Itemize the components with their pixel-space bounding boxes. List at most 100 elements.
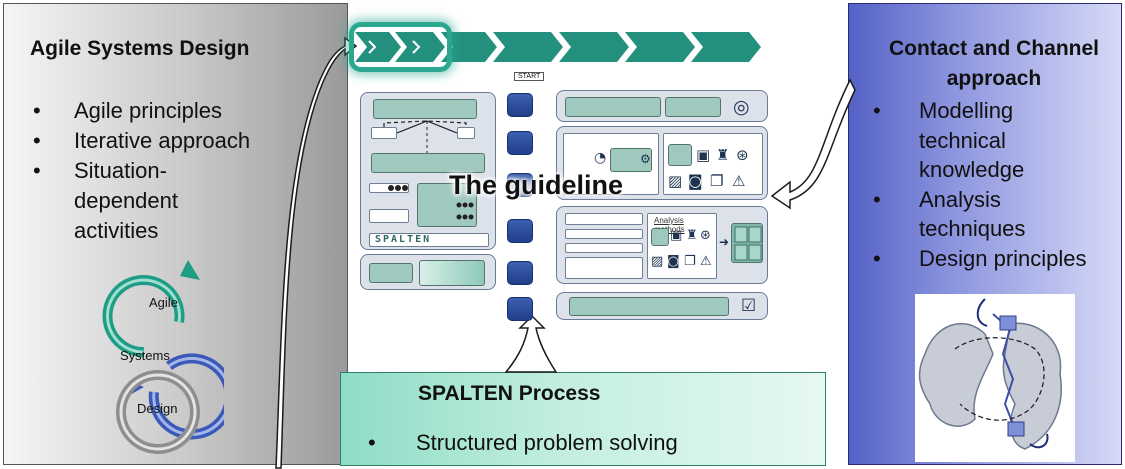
contact-channel-bullet-list: Modelling technical knowledge Analysis t… xyxy=(867,96,1119,273)
methods-icon-tile xyxy=(668,144,692,166)
copy-icon: ❐ xyxy=(684,254,696,269)
guideline-left-lower xyxy=(360,254,496,290)
spalten-bullet-item: • Structured problem solving xyxy=(368,430,678,456)
documentation-box xyxy=(569,297,729,316)
warning-icon: ⚠ xyxy=(732,172,746,190)
agile-bullet-item: Agile principles xyxy=(30,96,330,126)
monitor-icon: ▣ xyxy=(696,146,711,164)
contact-patch-top xyxy=(999,315,1017,331)
spine-stone xyxy=(507,93,533,117)
guideline-overview: START SPALTEN xyxy=(360,72,770,321)
goal-box-2 xyxy=(665,97,721,117)
contact-channel-title-line1: Contact and Channel xyxy=(888,37,1099,60)
agile-ring-inner xyxy=(106,278,181,354)
cycle-label-systems: Systems xyxy=(120,348,170,363)
agile-bullet-item: Situation- xyxy=(30,156,330,186)
agile-bullet-item: Iterative approach xyxy=(30,126,330,156)
guideline-spine xyxy=(507,93,535,321)
analysis-list-item xyxy=(565,257,643,279)
spalten-process-panel: SPALTEN Process • Structured problem solv… xyxy=(340,372,826,466)
arrow-right-icon: ➜ xyxy=(719,235,730,249)
spine-stone xyxy=(507,297,533,321)
bullet-dot: • xyxy=(368,430,376,455)
contact-bullet-item: Modelling xyxy=(867,96,1119,126)
contact-bullet-continuation: knowledge xyxy=(919,157,1025,182)
spalten-bullet-text: Structured problem solving xyxy=(416,430,678,455)
chevron-step-5 xyxy=(559,32,629,62)
checklist-icon: ☑ xyxy=(741,296,757,316)
guideline-title: The guideline xyxy=(449,170,624,200)
contact-channel-panel: Contact and Channel approach Modelling t… xyxy=(848,3,1122,465)
spalten-logo: SPALTEN xyxy=(375,234,432,245)
contact-bullet-item: Design principles xyxy=(867,244,1119,274)
target-icon: ◎ xyxy=(733,96,750,118)
structure-mid-box xyxy=(371,153,485,173)
guideline-row-goal: ◎ xyxy=(556,90,768,122)
tools-icon: ♜ xyxy=(716,146,730,164)
goal-box xyxy=(565,97,661,117)
analysis-methods-card: Analysis methods ▣ ♜ ⊛ ▨ ◙ ❐ ⚠ xyxy=(647,213,717,279)
gear-icon: ⚙ xyxy=(640,152,651,166)
guideline-row-documentation: ☑ xyxy=(556,292,768,320)
methods-card-right: ▣ ♜ ⊛ ▨ ◙ ❐ ⚠ xyxy=(663,133,763,195)
analysis-list-item xyxy=(565,229,643,239)
spine-stone xyxy=(507,261,533,285)
gear-shape-right xyxy=(1002,322,1062,450)
agile-cycle-diagram: Agile Systems Design xyxy=(102,260,224,454)
lower-image-box xyxy=(419,260,485,286)
gauge-icon: ◔ xyxy=(594,150,607,166)
design-ring-inner xyxy=(119,373,197,451)
lower-box xyxy=(369,263,413,283)
spalten-process-title: SPALTEN Process xyxy=(418,382,601,405)
camera-icon: ◙ xyxy=(667,254,680,269)
structure-node xyxy=(369,209,409,223)
analysis-list-item xyxy=(565,243,643,253)
process-chevron-bar xyxy=(355,32,761,62)
current-step-highlight xyxy=(349,22,452,72)
cycle-label-design: Design xyxy=(137,401,177,416)
gear-puzzle-icon: ⊛ xyxy=(736,146,749,164)
agile-bullet-list: Agile principles Iterative approach Situ… xyxy=(30,96,330,246)
image-icon: ▨ xyxy=(668,172,683,190)
contact-bullet-continuation: technical xyxy=(919,127,1006,153)
chevron-step-3 xyxy=(441,32,497,62)
contact-channel-model-image xyxy=(915,294,1075,462)
analysis-methods-label: Analysis methods xyxy=(654,216,685,234)
systems-ring-inner xyxy=(152,356,224,436)
contact-patch-bottom xyxy=(1007,421,1025,437)
left-connector-arrow xyxy=(275,36,358,469)
agile-bullet-item-continuation: activities xyxy=(74,218,159,243)
gear-puzzle-icon: ⊛ xyxy=(700,228,711,243)
right-connector-arrow xyxy=(770,78,856,210)
agile-systems-design-title: Agile Systems Design xyxy=(30,37,250,60)
spalten-logo-box xyxy=(369,233,489,247)
structure-top-box xyxy=(373,99,477,119)
agile-arrowhead xyxy=(180,260,200,280)
methods-card-left: ◔ ⚙ xyxy=(563,133,659,195)
analysis-list-item xyxy=(565,213,643,225)
image-icon: ▨ xyxy=(651,254,664,269)
spine-stone xyxy=(507,219,533,243)
spine-stone xyxy=(507,173,533,197)
structure-connector-lines xyxy=(383,120,474,220)
cycle-label-agile: Agile xyxy=(149,295,178,310)
guideline-row-analysis: Analysis methods ▣ ♜ ⊛ ▨ ◙ ❐ ⚠ ➜ xyxy=(556,206,768,284)
camera-icon: ◙ xyxy=(688,172,703,190)
start-tag: START xyxy=(514,72,545,81)
contact-bullet-item: Analysis xyxy=(867,185,1119,215)
copy-icon: ❐ xyxy=(710,172,724,190)
agile-bullet-item-continuation: dependent xyxy=(74,188,178,213)
chevron-step-7 xyxy=(691,32,761,62)
analysis-icon-tile xyxy=(651,228,669,246)
guideline-row-methods: ◔ ⚙ ▣ ♜ ⊛ ▨ ◙ ❐ ⚠ xyxy=(556,126,768,200)
methods-subcard xyxy=(610,148,652,172)
channel-line xyxy=(954,337,1045,421)
chevron-step-6 xyxy=(625,32,695,62)
warning-icon: ⚠ xyxy=(700,254,712,269)
spine-stone xyxy=(507,131,533,155)
contact-channel-title: Contact and Channel approach xyxy=(849,34,1123,94)
chevron-step-4 xyxy=(493,32,563,62)
contact-bullet-continuation: techniques xyxy=(919,216,1026,241)
chevron-step-1 xyxy=(355,32,401,62)
bottom-connector-arrow xyxy=(504,314,558,373)
